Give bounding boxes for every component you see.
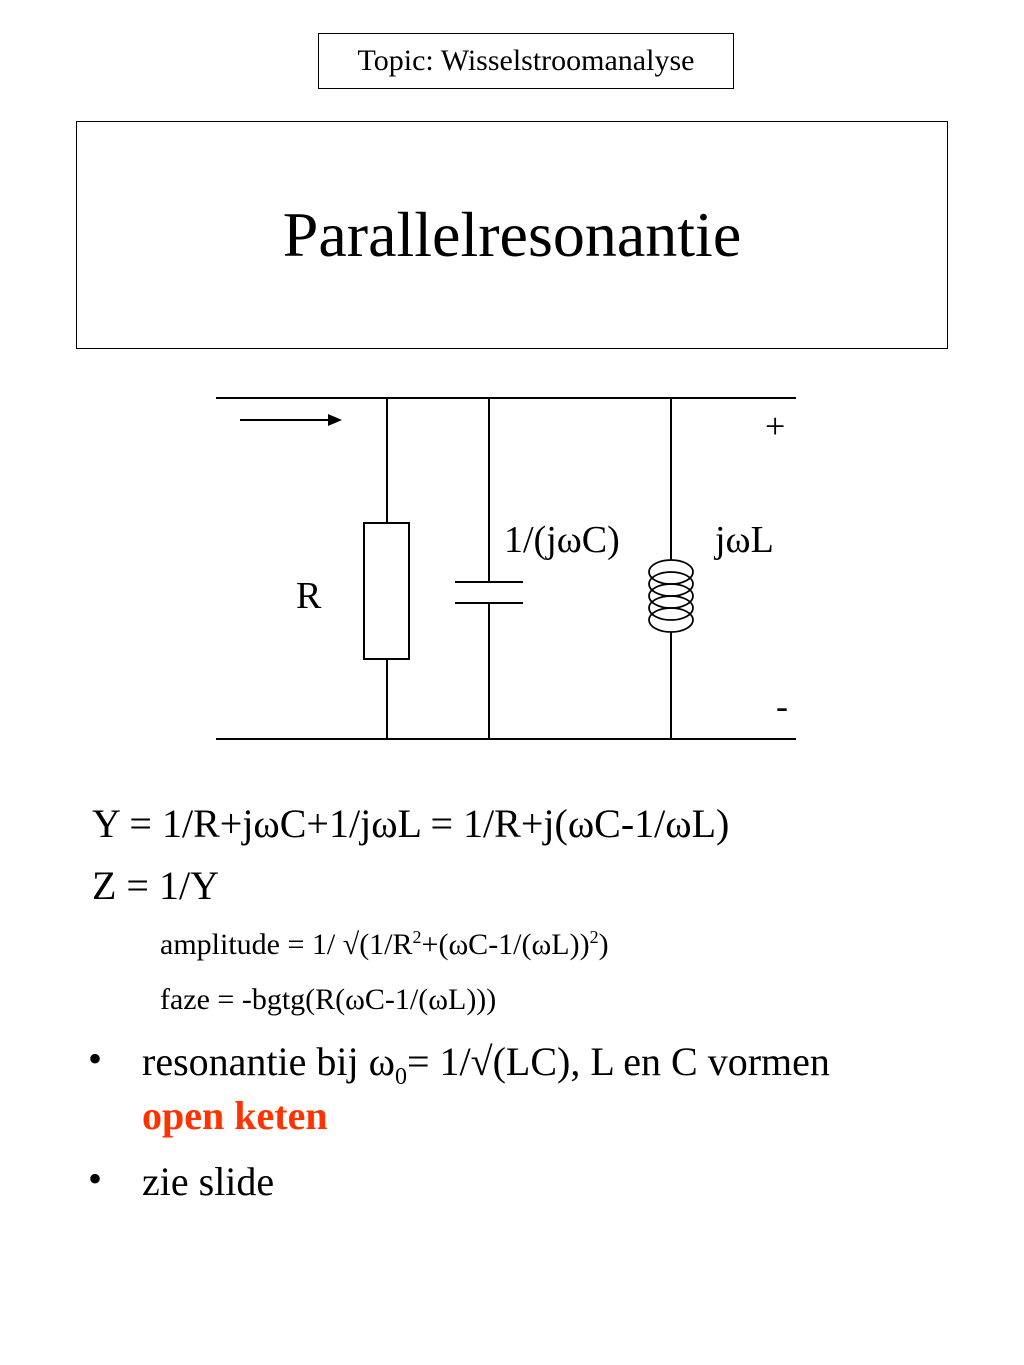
inductor-coil xyxy=(648,559,694,633)
title-box: Parallelresonantie xyxy=(76,121,948,349)
amplitude-equation: amplitude = 1/ √(1/R2+(ωC-1/(ωL))2) xyxy=(160,928,609,962)
amplitude-exponent-2: 2 xyxy=(589,927,599,947)
current-arrow xyxy=(240,414,342,426)
bullet-symbol: • xyxy=(88,1156,103,1201)
bullet-1-prefix: resonantie bij ω xyxy=(142,1039,395,1084)
bullet-symbol: • xyxy=(88,1036,103,1081)
bullet-2-label: zie slide xyxy=(142,1159,275,1204)
bullet-2-text: zie slide xyxy=(142,1155,274,1209)
bullet-2-marker: • xyxy=(88,1155,102,1202)
bullet-1-marker: • xyxy=(88,1035,102,1082)
admittance-text: Y = 1/R+jωC+1/jωL = 1/R+j(ωC-1/ωL) xyxy=(92,801,730,846)
amplitude-middle: +(ωC-1/(ωL)) xyxy=(421,928,590,961)
bullet-1-highlight: open keten xyxy=(142,1093,328,1138)
capacitor-branch xyxy=(455,398,523,739)
inductor-branch xyxy=(648,398,694,739)
topic-label: Topic: Wisselstroomanalyse xyxy=(357,44,695,77)
topic-box: Topic: Wisselstroomanalyse xyxy=(318,33,734,89)
amplitude-suffix: ) xyxy=(598,928,609,961)
phase-equation: faze = -bgtg(R(ωC-1/(ωL))) xyxy=(160,983,496,1017)
bullet-1-text: resonantie bij ω0= 1/√(LC), L en C vorme… xyxy=(142,1035,830,1143)
inductor-label: jωL xyxy=(713,519,774,561)
amplitude-exponent-1: 2 xyxy=(412,927,422,947)
bullet-1-subscript: 0 xyxy=(394,1064,407,1090)
minus-sign: - xyxy=(776,686,788,726)
resistor-symbol xyxy=(363,522,410,660)
admittance-equation: Y = 1/R+jωC+1/jωL = 1/R+j(ωC-1/ωL) xyxy=(92,800,729,847)
impedance-text: Z = 1/Y xyxy=(92,863,219,908)
resistor-branch xyxy=(363,398,410,739)
circuit-diagram: + - R 1/(jωC) jωL xyxy=(216,397,796,740)
resistor-label: R xyxy=(296,575,322,617)
phase-text: faze = -bgtg(R(ωC-1/(ωL))) xyxy=(160,983,497,1016)
slide-title: Parallelresonantie xyxy=(282,199,742,270)
amplitude-prefix: amplitude = 1/ √(1/R xyxy=(160,928,413,961)
plus-sign: + xyxy=(765,406,785,446)
impedance-equation: Z = 1/Y xyxy=(92,862,219,909)
capacitor-label: 1/(jωC) xyxy=(504,519,620,561)
bullet-1-suffix: = 1/√(LC), L en C vormen xyxy=(406,1039,830,1084)
